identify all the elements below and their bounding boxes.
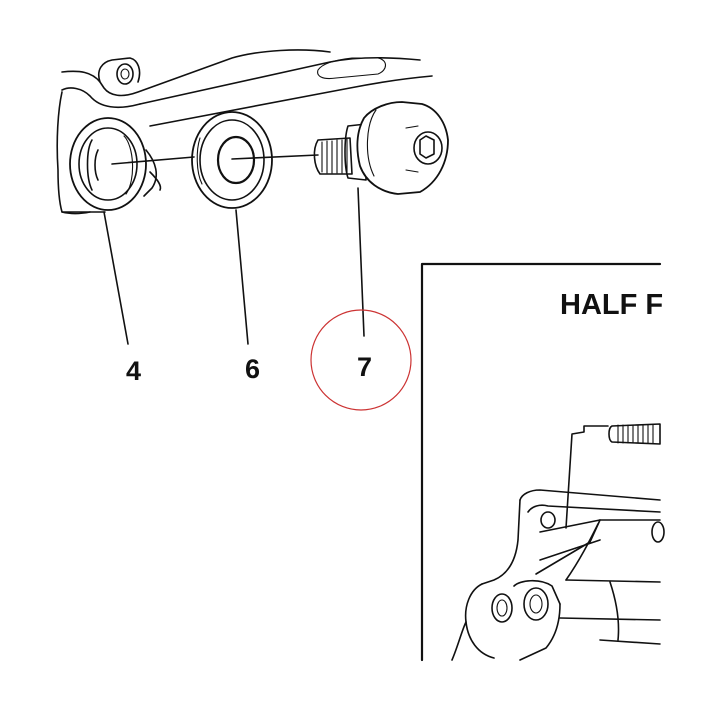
callout-4: 4	[126, 356, 141, 386]
housing-boss-part	[56, 49, 433, 215]
callout-7: 7	[357, 352, 372, 382]
leader-lines	[103, 187, 365, 345]
inset-frame	[420, 262, 662, 662]
inset-panel: HALF F	[420, 262, 665, 662]
callout-7-highlight-circle	[310, 309, 412, 411]
shouldered-bolt-part	[313, 101, 449, 195]
inset-stud	[565, 423, 661, 529]
leader-line-4	[103, 211, 129, 345]
inset-title: HALF F	[560, 289, 663, 321]
callout-6: 6	[245, 354, 260, 384]
leader-line-6	[235, 209, 249, 345]
inset-housing	[451, 489, 665, 661]
assembly-axis-line	[111, 154, 319, 165]
washer-part	[191, 111, 273, 209]
leader-line-7	[357, 187, 365, 337]
